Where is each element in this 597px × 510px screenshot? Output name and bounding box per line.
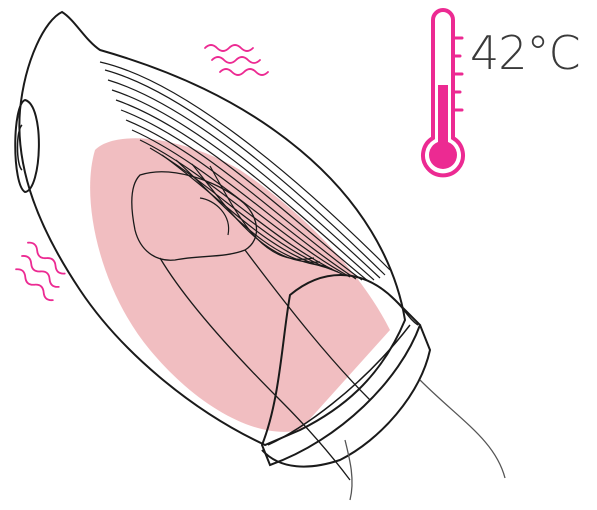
- vibration-waves-icon: [205, 45, 268, 75]
- cable-left: [345, 440, 352, 500]
- temperature-label: 42°C: [470, 30, 580, 76]
- thermometer-icon: [423, 10, 463, 175]
- vibration-waves-icon: [8, 240, 73, 302]
- cable-right: [420, 380, 505, 478]
